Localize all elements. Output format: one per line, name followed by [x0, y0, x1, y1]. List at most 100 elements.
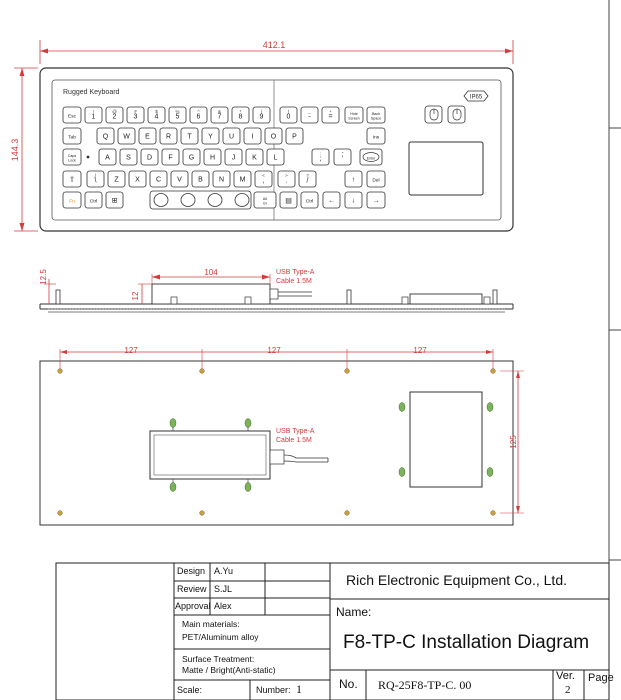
ver-label: Ver. [556, 670, 575, 682]
svg-text:F: F [168, 155, 172, 162]
key-f: F [161, 148, 180, 166]
key-9: 9( [252, 106, 271, 124]
svg-text:A: A [105, 155, 110, 162]
key-d: D [140, 148, 159, 166]
svg-text:<: < [262, 173, 265, 178]
svg-text:\: \ [95, 178, 97, 185]
key-c: C [149, 170, 168, 188]
svg-text:E: E [145, 134, 150, 141]
svg-text:U: U [229, 134, 234, 141]
key-win: ⊞ [105, 191, 124, 209]
svg-text:Z: Z [114, 177, 119, 184]
key-0: 0) [279, 106, 298, 124]
side-cable-note-line1: USB Type-A [276, 269, 315, 276]
svg-text:*: * [240, 109, 242, 114]
key-symbol: -_ [300, 106, 319, 124]
svg-text:_: _ [307, 109, 311, 114]
svg-text:X: X [135, 177, 140, 184]
bottom-cable-note-line2: Cable 1.5M [276, 437, 312, 444]
controller-width-dimension: 104 [204, 268, 218, 277]
hole-spacing-dimension-3: 127 [413, 346, 427, 355]
key-del: Del [366, 170, 386, 188]
key-4: 4$ [147, 106, 166, 124]
keyboard-bottom-view: 127 127 127 125 USB Type-A Cable 1 [39, 346, 524, 526]
svg-text:": " [342, 151, 344, 156]
key-y: Y [201, 127, 220, 145]
svg-text:,: , [263, 178, 265, 185]
side-height-dimension: 12.5 [39, 269, 48, 285]
svg-text:): ) [288, 109, 290, 114]
keyboard-side-view: 104 12.5 12 USB Type-A Cable 1.5M [39, 268, 514, 313]
title-block [55, 562, 610, 700]
svg-text:Enter: Enter [367, 157, 376, 161]
key-enter: Enter [359, 148, 383, 166]
svg-text:K: K [252, 155, 257, 162]
key-g: G [182, 148, 201, 166]
key-symbol: =+ [321, 106, 340, 124]
approval-value: Alex [214, 601, 232, 611]
svg-text:D: D [147, 155, 152, 162]
svg-text:G: G [189, 155, 194, 162]
svg-text:Ins: Ins [373, 135, 380, 141]
svg-text:⇧: ⇧ [69, 176, 75, 184]
page-label: Page [588, 672, 614, 684]
svg-text:Del: Del [372, 178, 379, 184]
svg-text:;: ; [320, 156, 322, 163]
svg-text:$: $ [155, 109, 158, 114]
key-fn: Fn [62, 191, 82, 209]
svg-text:T: T [187, 134, 192, 141]
key-r: R [159, 127, 178, 145]
key-h: H [203, 148, 222, 166]
svg-text:/: / [307, 178, 309, 185]
svg-text:R: R [166, 134, 171, 141]
svg-text:5: 5 [176, 114, 180, 121]
ip-badge: IP65 [470, 95, 483, 101]
key-symbol: /? [298, 170, 317, 188]
key-symbol: .> [277, 170, 296, 188]
svg-text:7: 7 [218, 114, 222, 121]
key-v: V [170, 170, 189, 188]
svg-text:B: B [198, 177, 203, 184]
svg-text:@: @ [112, 109, 117, 114]
key-right: → [366, 191, 386, 209]
svg-text:(: ( [261, 109, 263, 114]
svg-text:C: C [156, 177, 161, 184]
svg-text:%: % [175, 109, 179, 114]
width-dimension: 412.1 [263, 40, 286, 50]
key-a: A [98, 148, 117, 166]
keyboard-top-view: 412.1 144.3 Rugged Keyboard IP65 Es [10, 40, 514, 232]
key-3: 3# [126, 106, 145, 124]
side-cable-note-line2: Cable 1.5M [276, 278, 312, 285]
svg-text:V: V [177, 177, 182, 184]
no-label: No. [339, 677, 358, 691]
key-down: ↓ [344, 191, 363, 209]
svg-text:H: H [210, 155, 215, 162]
no-value: RQ-25F8-TP-C. 00 [378, 678, 472, 692]
materials-value: PET/Aluminum alloy [182, 632, 259, 642]
svg-text:6: 6 [197, 114, 201, 121]
key-z: Z [107, 170, 126, 188]
svg-text:#: # [134, 109, 137, 114]
key-q: Q [96, 127, 115, 145]
svg-text:→: → [373, 198, 380, 205]
key-2: 2@ [105, 106, 124, 124]
scale-label: Scale: [177, 685, 203, 695]
controller-board [149, 430, 271, 480]
key-o: O [264, 127, 283, 145]
key-ctrl: Ctrl [300, 191, 319, 209]
svg-text:I: I [252, 134, 254, 141]
key-symbol: \| [86, 170, 105, 188]
key-b: B [191, 170, 210, 188]
svg-text:J: J [232, 155, 236, 162]
svg-text:S: S [126, 155, 131, 162]
name-label: Name: [336, 605, 372, 619]
svg-text:▤: ▤ [285, 198, 292, 205]
svg-text:Tab: Tab [68, 135, 76, 141]
review-label: Review [177, 584, 207, 594]
mouse-right-button-icon [447, 105, 466, 124]
ver-value: 2 [565, 684, 571, 696]
